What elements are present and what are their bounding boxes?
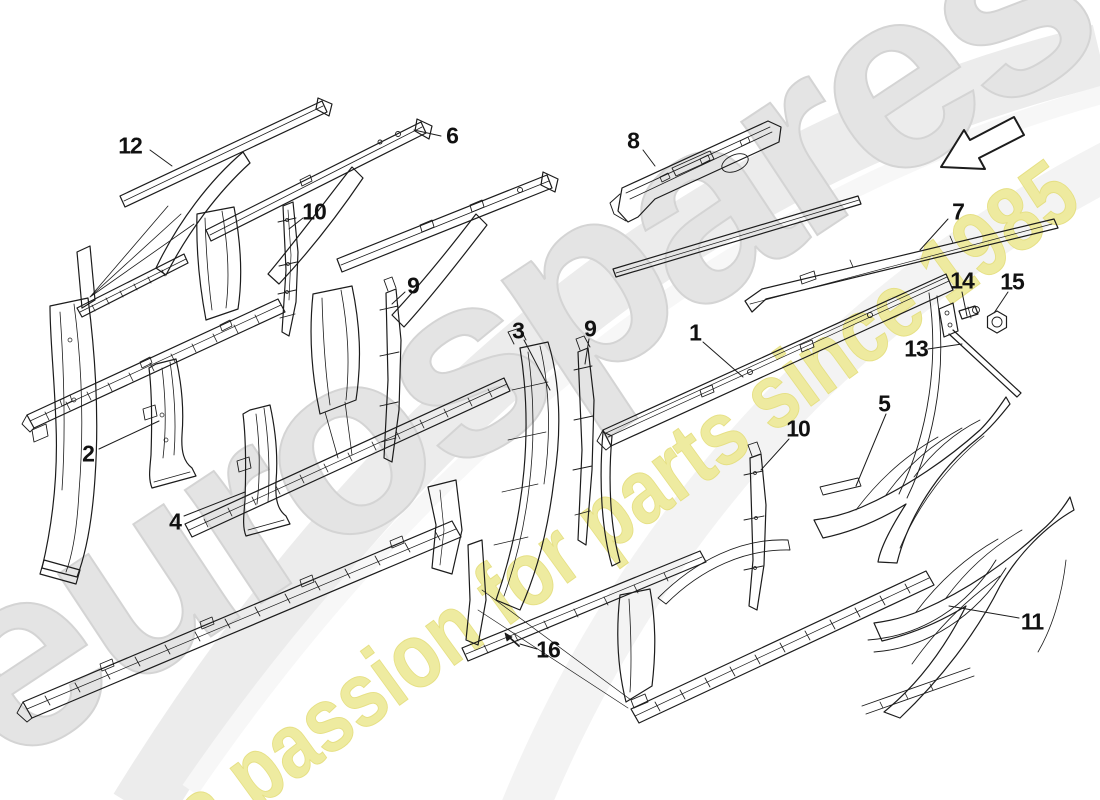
callout-2: 2: [82, 440, 95, 467]
part-3-pillar: [493, 327, 560, 611]
callout-9b: 9: [584, 315, 597, 342]
callout-13: 13: [904, 335, 929, 362]
lower-left-sill: [16, 520, 462, 723]
leader-lines: [98, 129, 1020, 650]
part-11-quarter-panel-skin: [861, 496, 1075, 719]
line-art: [16, 97, 1075, 724]
callout-10b: 10: [786, 415, 811, 442]
part-4-pillar-section: [236, 404, 291, 537]
callout-5: 5: [878, 390, 891, 417]
callout-10a: 10: [302, 198, 327, 225]
callout-7: 7: [952, 198, 965, 225]
part-16-screw: [504, 632, 520, 647]
callout-16: 16: [536, 636, 561, 663]
part-15-nut: [986, 310, 1008, 334]
callout-14: 14: [950, 267, 975, 294]
a-pillar-assembly: [31, 297, 98, 585]
part-1-side-frame: [477, 195, 954, 724]
part-8-upper-panel: [609, 120, 782, 223]
middle-frame-assembly: [184, 171, 559, 575]
callout-9a: 9: [407, 272, 420, 299]
part-5-quarter-panel: [813, 396, 1011, 653]
callout-4: 4: [169, 508, 182, 535]
part-2-pillar-section: [142, 358, 197, 489]
part-9b-pillar-reinforcement-strip: [572, 335, 595, 546]
direction-arrow-icon: [940, 116, 1025, 170]
callout-11: 11: [1020, 608, 1044, 635]
callout-15: 15: [1000, 268, 1025, 295]
lower-middle-sill: [461, 539, 707, 662]
part-9a-pillar-reinforcement-strip: [379, 276, 402, 463]
part-10a-pillar-reinforcement-strip: [277, 201, 299, 337]
callout-3: 3: [512, 317, 525, 344]
part-12-frame-side-section: [76, 97, 333, 318]
part-14-pin: [958, 305, 980, 320]
callout-12: 12: [118, 132, 143, 159]
part-10b-pillar-reinforcement-strip: [743, 441, 767, 611]
callout-8: 8: [627, 127, 640, 154]
callout-1: 1: [689, 319, 702, 346]
callout-6: 6: [446, 122, 459, 149]
part-7-sill-strip: [744, 218, 1059, 313]
